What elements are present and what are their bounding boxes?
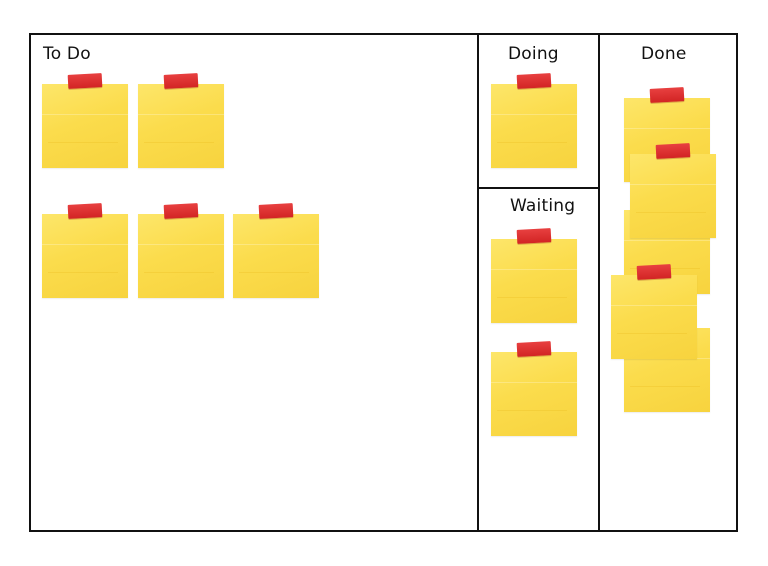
sticky-note[interactable] — [491, 341, 577, 436]
sticky-note[interactable] — [138, 203, 224, 298]
sticky-note[interactable] — [138, 73, 224, 168]
tape-icon — [636, 264, 672, 280]
column-title-todo: To Do — [43, 44, 91, 64]
column-title-doing: Doing — [508, 44, 559, 64]
divider-doing-done — [598, 33, 600, 532]
tape-icon — [163, 73, 199, 89]
tape-icon — [258, 203, 294, 219]
sticky-note[interactable] — [233, 203, 319, 298]
sticky-note[interactable] — [611, 264, 697, 359]
tape-icon — [516, 341, 552, 357]
divider-doing-waiting — [478, 187, 599, 189]
board-border-right — [736, 33, 738, 532]
sticky-note[interactable] — [630, 143, 716, 238]
sticky-note[interactable] — [42, 203, 128, 298]
tape-icon — [516, 73, 552, 89]
column-title-done: Done — [641, 44, 687, 64]
tape-icon — [67, 203, 103, 219]
divider-todo-doing — [477, 33, 479, 532]
tape-icon — [649, 87, 685, 103]
tape-icon — [516, 228, 552, 244]
tape-icon — [163, 203, 199, 219]
tape-icon — [655, 143, 691, 159]
board-border-bottom — [30, 530, 738, 532]
tape-icon — [67, 73, 103, 89]
board-border-left — [29, 33, 31, 532]
column-title-waiting: Waiting — [510, 196, 576, 216]
board-border-top — [30, 33, 738, 35]
sticky-note[interactable] — [491, 228, 577, 323]
sticky-note[interactable] — [42, 73, 128, 168]
sticky-note[interactable] — [491, 73, 577, 168]
